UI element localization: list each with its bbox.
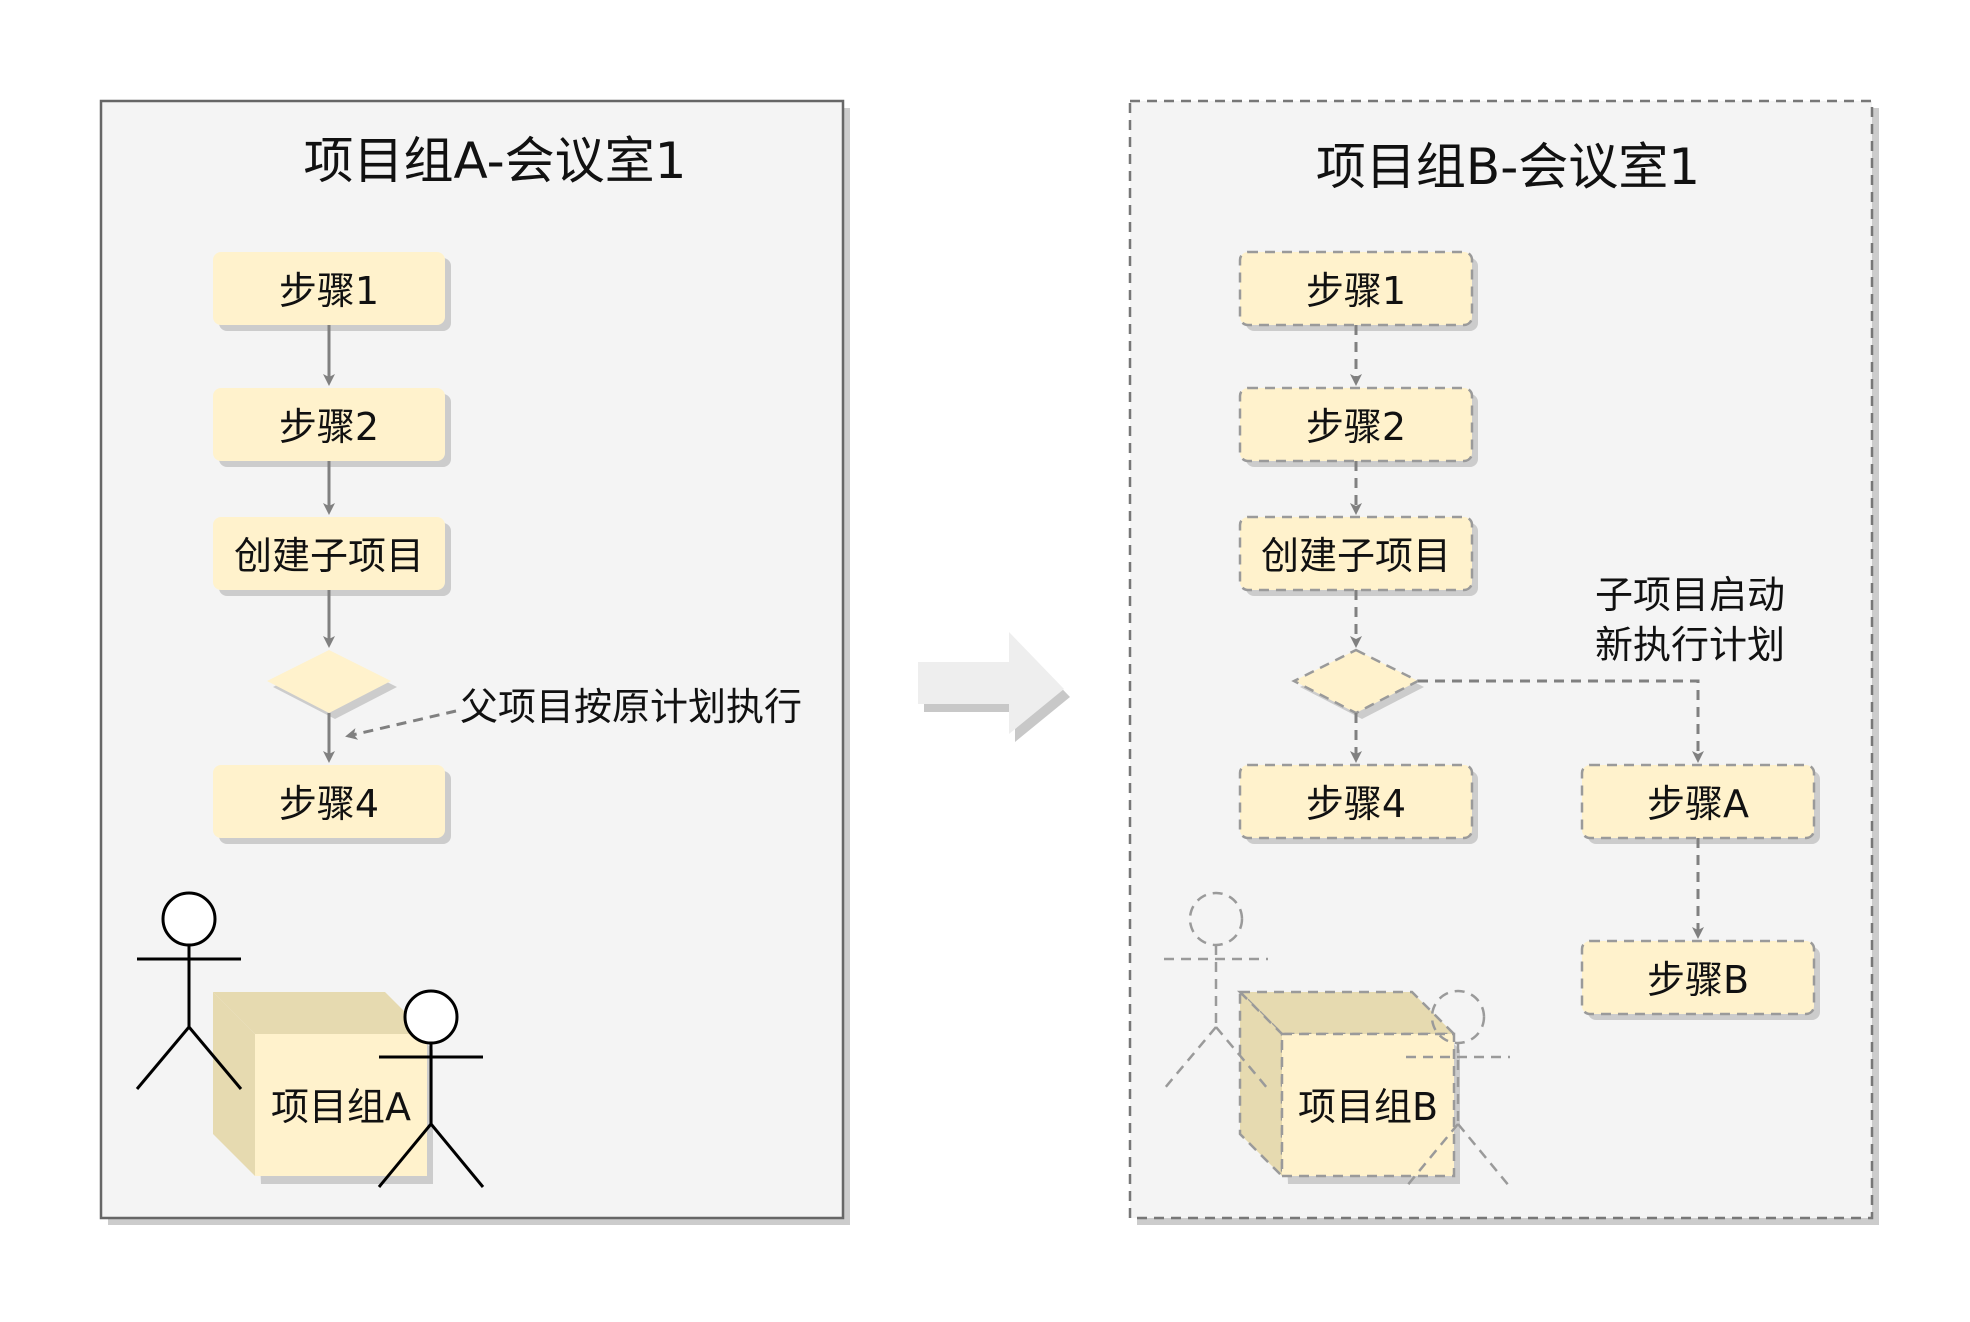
left-actor-1-icon <box>135 891 243 1090</box>
right-step-4-label: 步骤4 <box>1306 782 1406 826</box>
right-step-a-label: 步骤A <box>1647 782 1749 826</box>
left-step-4-label: 步骤4 <box>279 782 379 826</box>
right-panel: 项目组B-会议室1 步骤1 步骤2 创建子项目 步骤4 步骤 <box>1128 99 1879 1225</box>
left-actor-2-icon <box>377 989 485 1188</box>
left-step-1-label: 步骤1 <box>279 269 379 313</box>
right-group-box: 项目组B <box>1236 988 1460 1184</box>
transition-arrow-icon <box>918 632 1070 742</box>
left-group-label: 项目组A <box>271 1085 411 1129</box>
left-step-2-label: 步骤2 <box>279 405 379 449</box>
left-panel-frame <box>99 99 845 1220</box>
right-step-3-label: 创建子项目 <box>1261 534 1451 578</box>
left-note: 父项目按原计划执行 <box>460 685 802 729</box>
right-step-b-label: 步骤B <box>1647 958 1749 1002</box>
right-panel-title: 项目组B-会议室1 <box>1316 138 1700 196</box>
right-step-1[interactable]: 步骤1 <box>1238 250 1478 331</box>
left-panel: 项目组A-会议室1 步骤1 步骤2 创建子项目 步骤4 <box>99 99 850 1225</box>
left-decision-diamond[interactable] <box>267 650 397 719</box>
right-step-1-label: 步骤1 <box>1306 269 1406 313</box>
right-edge-decision-a <box>1418 679 1704 763</box>
right-group-label: 项目组B <box>1298 1085 1438 1129</box>
right-step-b[interactable]: 步骤B <box>1580 939 1820 1020</box>
right-note-line-1: 子项目启动 <box>1595 573 1785 617</box>
left-group-box: 项目组A <box>213 992 433 1184</box>
right-note-line-2: 新执行计划 <box>1595 623 1785 667</box>
right-step-2[interactable]: 步骤2 <box>1238 386 1478 467</box>
right-step-a[interactable]: 步骤A <box>1580 763 1820 844</box>
right-actor-1-icon <box>1163 891 1269 1090</box>
left-step-1[interactable]: 步骤1 <box>213 252 451 331</box>
left-step-3-label: 创建子项目 <box>234 534 424 578</box>
right-step-2-label: 步骤2 <box>1306 405 1406 449</box>
left-note-connector <box>345 709 457 740</box>
left-step-create-subproject[interactable]: 创建子项目 <box>213 517 451 596</box>
left-step-4[interactable]: 步骤4 <box>213 765 451 844</box>
right-actor-2-icon <box>1405 989 1511 1188</box>
left-panel-title: 项目组A-会议室1 <box>304 132 687 190</box>
right-step-4[interactable]: 步骤4 <box>1238 763 1478 844</box>
left-step-2[interactable]: 步骤2 <box>213 388 451 467</box>
right-step-create-subproject[interactable]: 创建子项目 <box>1238 515 1478 596</box>
